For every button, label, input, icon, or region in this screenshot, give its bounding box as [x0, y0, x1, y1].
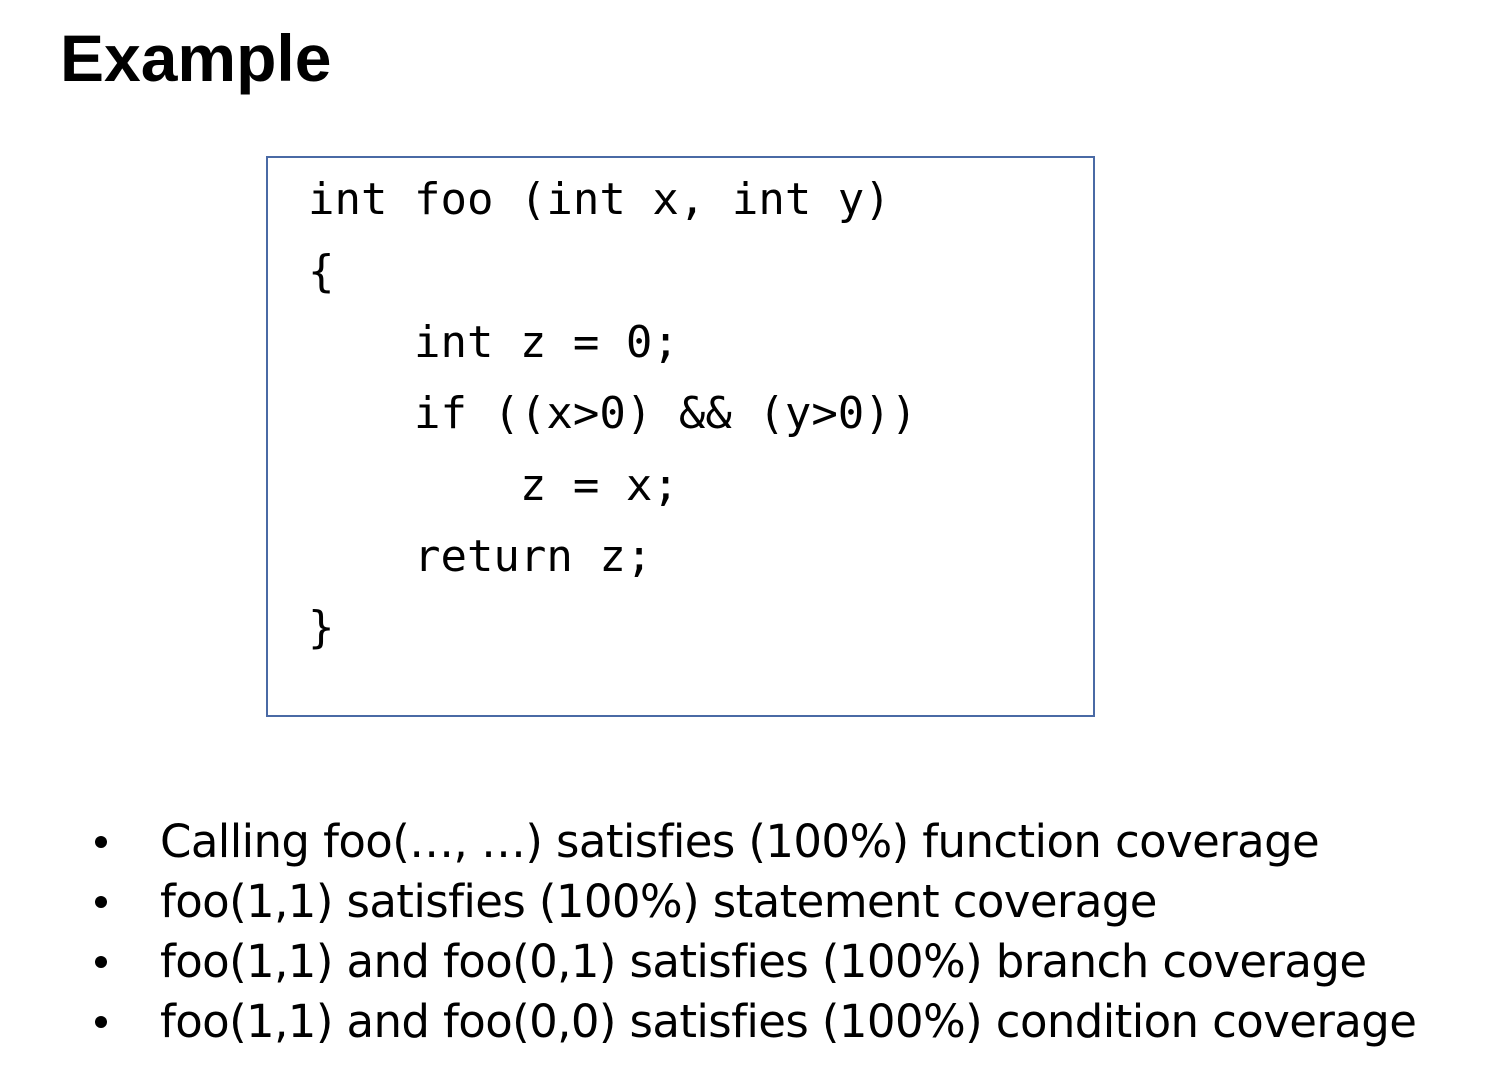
code-line: z = x;	[308, 460, 679, 511]
bullet-text: Calling foo(…, …) satisfies (100%) funct…	[160, 815, 1320, 868]
bullet-icon	[95, 896, 107, 908]
code-line: if ((x>0) && (y>0))	[308, 388, 918, 439]
bullet-text: foo(1,1) satisfies (100%) statement cove…	[160, 875, 1157, 928]
code-line: return z;	[308, 531, 653, 582]
code-block: int foo (int x, int y) { int z = 0; if (…	[266, 156, 1095, 717]
code-line: }	[308, 602, 335, 653]
code-line: int z = 0;	[308, 317, 679, 368]
code-line: {	[308, 246, 335, 297]
bullet-icon	[95, 1016, 107, 1028]
bullet-text: foo(1,1) and foo(0,0) satisfies (100%) c…	[160, 995, 1417, 1048]
slide-title: Example	[60, 21, 332, 95]
bullet-icon	[95, 956, 107, 968]
bullet-icon	[95, 836, 107, 848]
code-line: int foo (int x, int y)	[308, 174, 891, 225]
bullet-text: foo(1,1) and foo(0,1) satisfies (100%) b…	[160, 935, 1367, 988]
